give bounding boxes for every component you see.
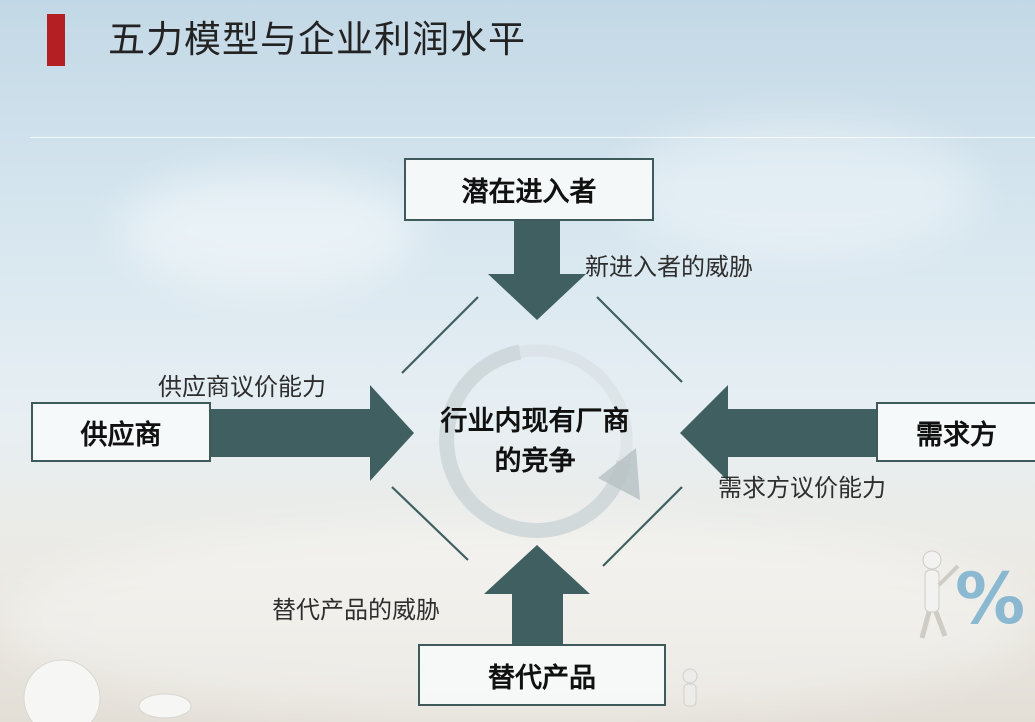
center-line-2: 的竞争: [494, 446, 576, 477]
slide-title: 五力模型与企业利润水平: [108, 18, 526, 61]
arrow-left-right: [680, 385, 878, 481]
label-supplier-power: 供应商议价能力: [158, 373, 326, 401]
arrow-up-bottom: [484, 545, 590, 645]
white-figure-icon: [919, 550, 960, 639]
arrow-down-top: [488, 220, 586, 320]
octagon-frame: [391, 296, 683, 567]
node-potential-entrants: 潜在进入者: [404, 158, 654, 221]
node-suppliers: 供应商: [31, 402, 211, 462]
center-rivalry: 行业内现有厂商 的竞争: [412, 402, 658, 482]
white-figure-icon: [23, 659, 192, 722]
sky-glow: [120, 170, 420, 290]
label-buyer-power: 需求方议价能力: [718, 474, 886, 502]
small-figure-icon: [682, 668, 698, 707]
title-divider: [30, 137, 1035, 138]
label-threat-of-substitutes: 替代产品的威胁: [272, 596, 440, 624]
sky-glow: [620, 120, 980, 260]
label-threat-of-new-entrants: 新进入者的威胁: [585, 253, 753, 281]
title-accent-bar: [47, 14, 65, 66]
percent-icon: %: [955, 558, 1026, 640]
node-substitutes: 替代产品: [418, 644, 666, 706]
node-buyers: 需求方: [876, 402, 1035, 462]
cycle-arrow: [439, 344, 640, 538]
arrow-right-left: [210, 385, 414, 481]
center-line-1: 行业内现有厂商: [440, 406, 630, 437]
